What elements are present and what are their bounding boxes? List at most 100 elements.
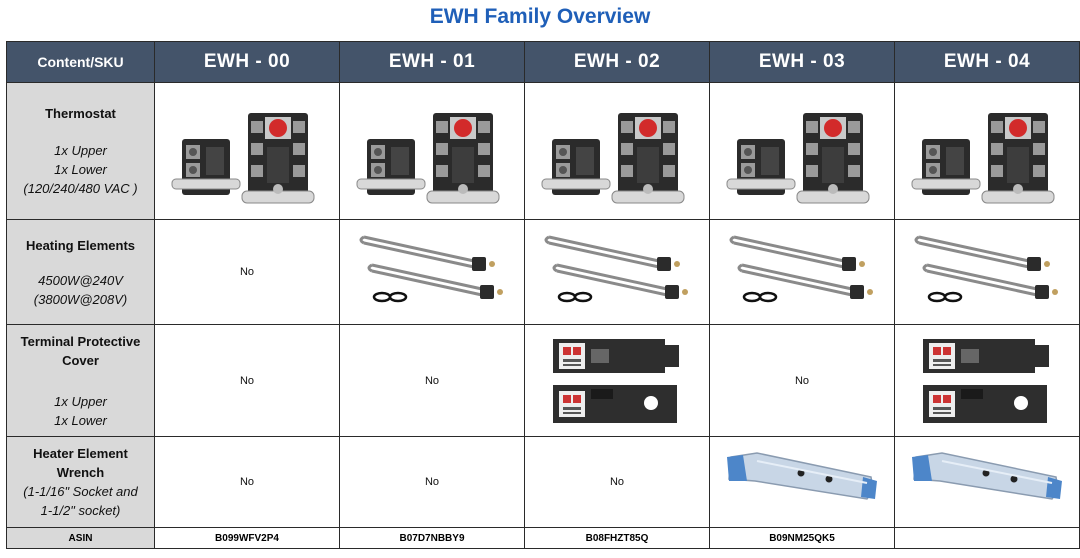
row-asin: ASIN B099WFV2P4 B07D7NBBY9 B08FHZT85Q B0…: [6, 527, 1080, 549]
cell-terminal-cover: No: [339, 324, 525, 437]
heating-elements-image: [914, 235, 1058, 303]
cell-terminal-cover: No: [154, 324, 340, 437]
thermostat-lower: [726, 139, 796, 195]
asin-value: B07D7NBBY9: [339, 527, 525, 549]
cell-thermostat: [709, 82, 895, 220]
cell-wrench: [709, 436, 895, 528]
row-title: Heater Element: [33, 446, 128, 461]
cell-heating-elements: [894, 219, 1080, 325]
thermostat-image: [726, 113, 870, 204]
cell-wrench: No: [524, 436, 710, 528]
terminal-cover-lower: [923, 384, 1047, 423]
cell-heating-elements: No: [154, 219, 340, 325]
wrench-image: [912, 452, 1062, 500]
thermostat-image: [541, 113, 685, 204]
cell-wrench: No: [154, 436, 340, 528]
row-detail: 1-1/2" socket): [40, 503, 121, 518]
header-sku: EWH - 01: [339, 41, 525, 83]
header-content-sku: Content/SKU: [6, 41, 155, 83]
row-label-terminal-cover: Terminal Protective Cover 1x Upper 1x Lo…: [6, 324, 155, 437]
heating-elements-image: [729, 235, 873, 303]
cell-wrench: [894, 436, 1080, 528]
thermostat-upper: [796, 113, 870, 204]
thermostat-upper: [426, 113, 500, 204]
heating-element: [922, 263, 1058, 299]
cell-thermostat: [154, 82, 340, 220]
row-title: Heating Elements: [25, 237, 136, 253]
row-label-asin: ASIN: [6, 527, 155, 549]
row-detail: 1x Upper: [54, 143, 107, 158]
heating-element: [737, 263, 873, 299]
header-sku: EWH - 04: [894, 41, 1080, 83]
heating-elements-image: [359, 235, 503, 303]
cell-terminal-cover: [524, 324, 710, 437]
asin-value: B099WFV2P4: [154, 527, 340, 549]
row-title: Cover: [62, 352, 99, 368]
cover-image: [553, 338, 679, 423]
socket-wrench: [912, 452, 1062, 500]
terminal-cover-lower: [553, 384, 677, 423]
heating-elements-image: [544, 235, 688, 303]
gasket-rings: [927, 291, 963, 303]
gasket-rings: [742, 291, 778, 303]
header-sku: EWH - 02: [524, 41, 710, 83]
row-detail: 1x Lower: [54, 162, 107, 177]
header-row: Content/SKU EWH - 00 EWH - 01 EWH - 02 E…: [6, 41, 1080, 83]
cell-heating-elements: [709, 219, 895, 325]
row-label-heating-elements: Heating Elements 4500W@240V (3800W@208V): [6, 219, 155, 325]
row-terminal-cover: Terminal Protective Cover 1x Upper 1x Lo…: [6, 324, 1080, 437]
product-table: Content/SKU EWH - 00 EWH - 01 EWH - 02 E…: [6, 41, 1080, 549]
heating-element: [359, 235, 495, 271]
row-title: Terminal Protective: [20, 333, 141, 349]
row-detail: 1x Upper: [54, 393, 107, 409]
asin-value: [894, 527, 1080, 549]
row-detail: (3800W@208V): [33, 291, 128, 307]
heating-element: [729, 235, 865, 271]
row-label-wrench: Heater Element Wrench (1-1/16" Socket an…: [6, 436, 155, 528]
row-wrench: Heater Element Wrench (1-1/16" Socket an…: [6, 436, 1080, 528]
heating-element: [544, 235, 680, 271]
heating-element: [552, 263, 688, 299]
cell-terminal-cover: [894, 324, 1080, 437]
row-thermostat: Thermostat 1x Upper 1x Lower (120/240/48…: [6, 82, 1080, 220]
thermostat-upper: [981, 113, 1055, 204]
heating-element: [914, 235, 1050, 271]
thermostat-lower: [171, 139, 241, 195]
heating-element: [367, 263, 503, 299]
row-label-thermostat: Thermostat 1x Upper 1x Lower (120/240/48…: [6, 82, 155, 220]
socket-wrench: [727, 452, 877, 500]
page-title: EWH Family Overview: [429, 5, 651, 28]
row-title: Wrench: [56, 465, 105, 480]
thermostat-image: [911, 113, 1055, 204]
gasket-rings: [557, 291, 593, 303]
thermostat-lower: [356, 139, 426, 195]
row-detail: (1-1/16" Socket and: [23, 484, 138, 499]
cell-terminal-cover: No: [709, 324, 895, 437]
row-title: Thermostat: [45, 106, 116, 121]
cover-image: [923, 338, 1049, 423]
gasket-rings: [372, 291, 408, 303]
cell-heating-elements: [339, 219, 525, 325]
cell-heating-elements: [524, 219, 710, 325]
thermostat-upper: [241, 113, 315, 204]
thermostat-upper: [611, 113, 685, 204]
terminal-cover-upper: [923, 338, 1049, 373]
asin-value: B08FHZT85Q: [524, 527, 710, 549]
row-detail: 1x Lower: [54, 412, 107, 428]
wrench-image: [727, 452, 877, 500]
asin-value: B09NM25QK5: [709, 527, 895, 549]
cell-thermostat: [894, 82, 1080, 220]
terminal-cover-upper: [553, 338, 679, 373]
thermostat-image: [356, 113, 500, 204]
row-heating-elements: Heating Elements 4500W@240V (3800W@208V)…: [6, 219, 1080, 325]
thermostat-lower: [911, 139, 981, 195]
cell-wrench: No: [339, 436, 525, 528]
cell-thermostat: [339, 82, 525, 220]
row-detail: (120/240/480 VAC ): [23, 181, 138, 196]
cell-thermostat: [524, 82, 710, 220]
thermostat-lower: [541, 139, 611, 195]
header-sku: EWH - 03: [709, 41, 895, 83]
header-sku: EWH - 00: [154, 41, 340, 83]
thermostat-image: [171, 113, 315, 204]
row-detail: 4500W@240V: [38, 272, 123, 288]
